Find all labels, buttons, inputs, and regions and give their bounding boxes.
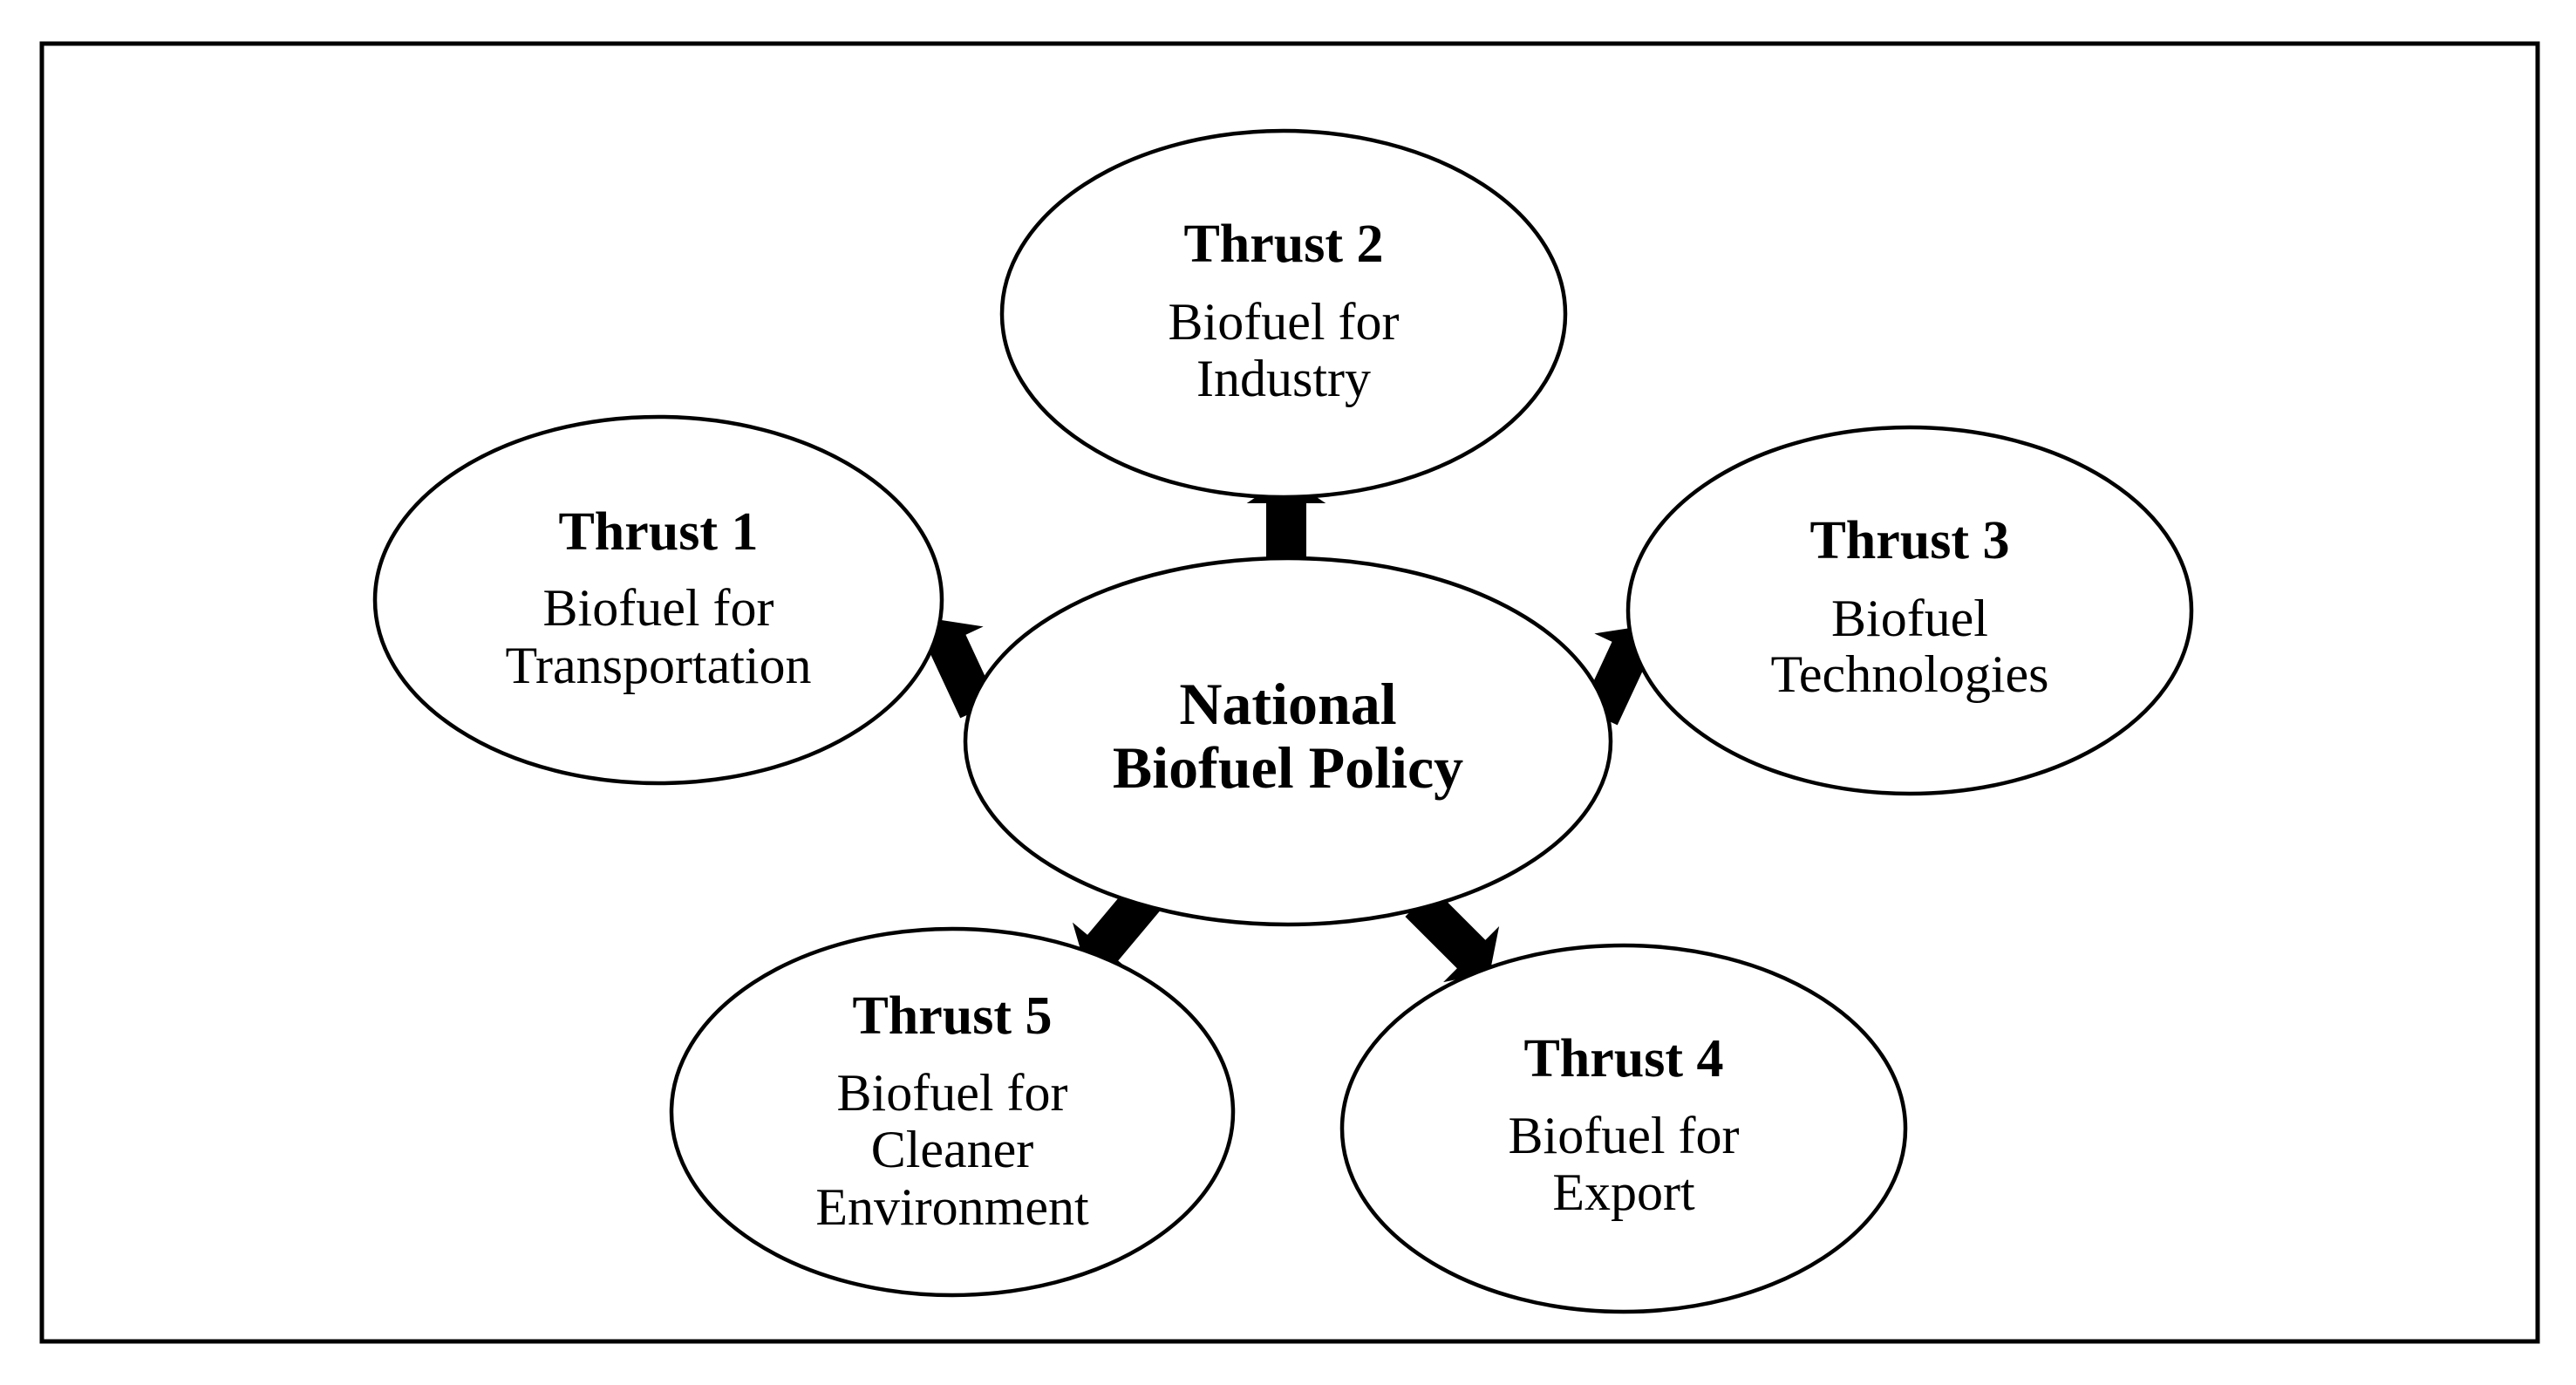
thrust-1-title: Thrust 1 [558, 502, 758, 562]
thrust-3-node: Thrust 3 Biofuel Technologies [1625, 425, 2194, 796]
thrust-2-title: Thrust 2 [1183, 215, 1383, 274]
thrust-5-line-2: Cleaner [871, 1121, 1034, 1178]
thrust-5-node: Thrust 5 Biofuel for Cleaner Environment [669, 926, 1236, 1298]
thrust-4-title: Thrust 4 [1523, 1029, 1723, 1088]
diagram-frame [39, 41, 2540, 1344]
thrust-3-title: Thrust 3 [1809, 511, 2009, 570]
thrust-4-line-2: Export [1552, 1163, 1695, 1221]
thrust-5-line-3: Environment [815, 1178, 1089, 1236]
thrust-1-ellipse [372, 414, 944, 786]
center-line-2: Biofuel Policy [1113, 734, 1463, 801]
center-ellipse [963, 556, 1613, 927]
thrust-1-node: Thrust 1 Biofuel for Transportation [372, 414, 944, 786]
thrust-3-line-2: Technologies [1770, 645, 2048, 703]
thrust-5-title: Thrust 5 [852, 986, 1052, 1046]
thrust-2-node: Thrust 2 Biofuel for Industry [999, 128, 1568, 500]
thrust-2-ellipse [999, 128, 1568, 500]
thrust-3-ellipse [1625, 425, 2194, 796]
thrust-4-line-1: Biofuel for [1509, 1107, 1740, 1164]
thrust-5-ellipse [669, 926, 1236, 1298]
thrust-1-line-1: Biofuel for [543, 579, 774, 637]
center-line-1: National [1179, 671, 1396, 737]
thrust-2-line-1: Biofuel for [1169, 293, 1400, 351]
national-biofuel-policy-node: National Biofuel Policy [963, 556, 1613, 927]
thrust-3-line-1: Biofuel [1831, 590, 1988, 647]
thrust-4-node: Thrust 4 Biofuel for Export [1339, 943, 1908, 1314]
thrust-4-ellipse [1339, 943, 1908, 1314]
thrust-2-line-2: Industry [1196, 350, 1371, 407]
thrust-1-line-2: Transportation [505, 637, 811, 694]
thrust-5-line-1: Biofuel for [837, 1064, 1068, 1122]
